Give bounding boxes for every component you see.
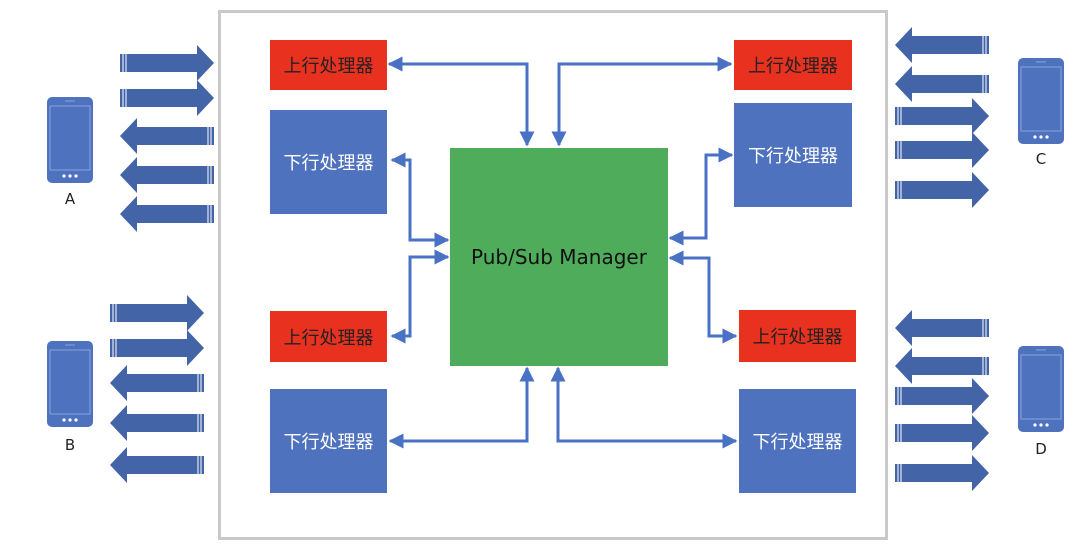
pubsub-manager[interactable]: Pub/Sub Manager — [450, 148, 668, 366]
client-b-label: B — [64, 436, 76, 454]
client-d-label: D — [1035, 440, 1047, 458]
connector-tr-up — [551, 56, 733, 147]
client-c-uplink-arrow-icon — [895, 27, 989, 63]
client-a-uplink-arrow-icon — [120, 80, 214, 116]
client-d-uplink-arrow-icon — [895, 348, 989, 384]
connector-tr-down — [668, 147, 734, 246]
client-a-downlink-arrow-icon — [120, 157, 214, 193]
client-c-phone-icon[interactable] — [1017, 57, 1065, 145]
client-a-uplink-arrow-icon — [120, 45, 214, 81]
client-a-downlink-arrow-icon — [120, 118, 214, 154]
client-b-phone-icon[interactable] — [46, 340, 94, 428]
connector-bl-up — [390, 249, 450, 344]
client-d-downlink-arrow-icon — [895, 415, 989, 451]
client-b-downlink-arrow-icon — [110, 365, 204, 401]
client-b-uplink-arrow-icon — [110, 330, 204, 366]
connector-bl-down — [388, 366, 535, 449]
connector-tl-up — [387, 56, 535, 147]
upstream-processor-top-right[interactable]: 上行处理器 — [734, 40, 852, 90]
connector-br-down — [550, 366, 738, 449]
client-b-downlink-arrow-icon — [110, 447, 204, 483]
client-c-downlink-arrow-icon — [895, 172, 989, 208]
downstream-processor-top-left[interactable]: 下行处理器 — [270, 110, 387, 214]
client-d-uplink-arrow-icon — [895, 310, 989, 346]
client-c-downlink-arrow-icon — [895, 132, 989, 168]
upstream-processor-top-left[interactable]: 上行处理器 — [270, 40, 387, 90]
downstream-processor-bottom-left[interactable]: 下行处理器 — [270, 389, 387, 493]
client-a-label: A — [64, 190, 76, 208]
downstream-processor-top-right[interactable]: 下行处理器 — [734, 103, 852, 207]
client-b-downlink-arrow-icon — [110, 405, 204, 441]
client-c-uplink-arrow-icon — [895, 66, 989, 102]
client-d-phone-icon[interactable] — [1017, 345, 1065, 433]
upstream-processor-bottom-left[interactable]: 上行处理器 — [270, 311, 387, 362]
client-c-label: C — [1035, 150, 1047, 168]
client-d-downlink-arrow-icon — [895, 455, 989, 491]
connector-br-up — [668, 250, 738, 344]
client-a-downlink-arrow-icon — [120, 196, 214, 232]
upstream-processor-bottom-right[interactable]: 上行处理器 — [739, 310, 856, 362]
client-a-phone-icon[interactable] — [46, 96, 94, 184]
connector-tl-down — [390, 152, 450, 248]
downstream-processor-bottom-right[interactable]: 下行处理器 — [739, 389, 856, 493]
client-c-downlink-arrow-icon — [895, 98, 989, 134]
client-b-uplink-arrow-icon — [110, 295, 204, 331]
client-d-downlink-arrow-icon — [895, 378, 989, 414]
